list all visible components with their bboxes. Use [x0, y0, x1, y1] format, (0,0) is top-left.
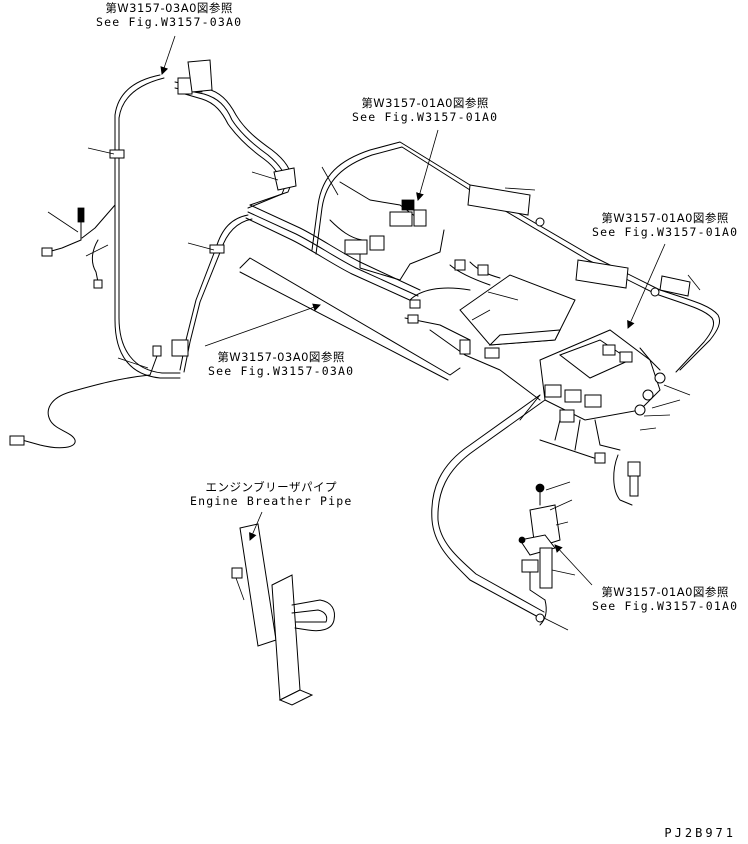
- reference-callout-right-lower-en: See Fig.W3157-01A0: [592, 599, 739, 613]
- main-harness: [239, 141, 721, 623]
- reference-callout-top-jp: 第W3157-03A0図参照: [105, 1, 233, 15]
- reference-callout-top: 第W3157-03A0図参照 See Fig.W3157-03A0: [96, 1, 242, 29]
- reference-callout-right-upper-jp: 第W3157-01A0図参照: [601, 211, 729, 225]
- breather-pipe-bracket: [231, 523, 335, 706]
- reference-callout-mid-lower-en: See Fig.W3157-03A0: [208, 364, 355, 378]
- reference-callout-right-lower: 第W3157-01A0図参照 See Fig.W3157-01A0: [592, 585, 738, 613]
- reference-callout-top-en: See Fig.W3157-03A0: [96, 15, 243, 29]
- breather-pipe-label: エンジンブリーザパイプ Engine Breather Pipe: [190, 480, 352, 508]
- reference-callout-right-lower-jp: 第W3157-01A0図参照: [601, 585, 729, 599]
- reference-callout-right-upper: 第W3157-01A0図参照 See Fig.W3157-01A0: [592, 211, 738, 239]
- reference-callout-mid-lower-jp: 第W3157-03A0図参照: [217, 350, 345, 364]
- reference-callout-mid-upper-en: See Fig.W3157-01A0: [352, 110, 499, 124]
- left-harness: [9, 59, 297, 449]
- reference-callout-right-upper-en: See Fig.W3157-01A0: [592, 225, 739, 239]
- breather-pipe-label-jp: エンジンブリーザパイプ: [205, 480, 337, 494]
- reference-callout-mid-lower: 第W3157-03A0図参照 See Fig.W3157-03A0: [208, 350, 354, 378]
- reference-callout-mid-upper: 第W3157-01A0図参照 See Fig.W3157-01A0: [352, 96, 498, 124]
- leader-lines: [47, 35, 701, 631]
- lower-right-assembly: [518, 483, 561, 626]
- drawing-code: PJ2B971: [664, 826, 736, 840]
- breather-pipe-label-en: Engine Breather Pipe: [190, 494, 353, 508]
- reference-callout-mid-upper-jp: 第W3157-01A0図参照: [361, 96, 489, 110]
